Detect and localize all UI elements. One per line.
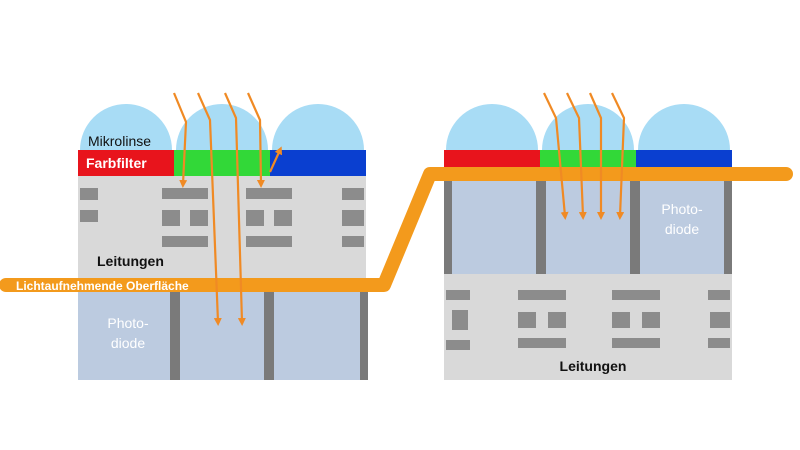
light-surface-label: Lichtaufnehmende Oberfläche [16, 279, 189, 293]
left-wire-bars [80, 188, 364, 247]
left-wiring-layer [78, 176, 366, 280]
wire-bar [446, 340, 470, 350]
left-microlens-1 [80, 104, 172, 150]
left-wiring-label: Leitungen [97, 253, 164, 269]
left-photodiode-separators [170, 292, 368, 380]
light-receiving-surface-line [0, 167, 793, 292]
left-microlens-3 [272, 104, 364, 150]
right-microlens-1 [446, 104, 538, 150]
right-photodiode-label-line1: Photo- [661, 201, 703, 217]
wire-bar [342, 210, 364, 226]
left-light-arrows [172, 92, 282, 326]
photodiode-separator [630, 180, 640, 274]
wire-bar [642, 312, 660, 328]
left-sensor [78, 104, 368, 380]
left-microlens-2 [176, 104, 268, 150]
microlens-label: Mikrolinse [88, 133, 151, 149]
photodiode-separator [724, 180, 732, 274]
right-color-filter-row [444, 150, 732, 172]
left-filter-green [174, 150, 270, 176]
color-filter-label: Farbfilter [86, 155, 147, 171]
wire-bar [80, 210, 98, 222]
left-filter-blue [270, 150, 366, 176]
wire-bar [518, 312, 536, 328]
light-ray-arrow [172, 92, 188, 188]
light-ray-arrow [246, 92, 265, 188]
wire-bar [342, 236, 364, 247]
wire-bar [710, 312, 730, 328]
light-ray-arrow [543, 92, 569, 220]
wire-bar [548, 312, 566, 328]
wire-bar [246, 236, 292, 247]
wire-bar [80, 188, 98, 200]
right-wire-bars [446, 290, 730, 350]
left-filter-red [78, 150, 174, 176]
photodiode-separator [264, 292, 274, 380]
right-sensor [444, 104, 732, 380]
light-ray-arrow [588, 92, 605, 220]
photodiode-separator [360, 292, 368, 380]
wire-bar [518, 338, 566, 348]
photodiode-separator [444, 180, 452, 274]
right-filter-red [444, 150, 540, 172]
right-filter-blue [636, 150, 732, 172]
wire-bar [518, 290, 566, 300]
right-light-arrows [543, 92, 626, 220]
wire-bar [162, 210, 180, 226]
light-ray-arrow [196, 92, 222, 326]
wire-bar [446, 290, 470, 300]
wire-bar [162, 188, 208, 199]
wire-bar [452, 310, 468, 330]
right-microlens-row [446, 104, 730, 150]
right-microlens-2 [542, 104, 634, 150]
wire-bar [612, 312, 630, 328]
right-wiring-label: Leitungen [560, 358, 627, 374]
wire-bar [612, 338, 660, 348]
right-photodiode-separators [444, 180, 732, 274]
wire-bar [708, 290, 730, 300]
right-filter-green [540, 150, 636, 172]
photodiode-separator [536, 180, 546, 274]
wire-bar [246, 188, 292, 199]
wire-bar [342, 188, 364, 200]
wire-bar [246, 210, 264, 226]
left-color-filter-row [78, 150, 366, 176]
left-photodiode-label-line1: Photo- [107, 315, 149, 331]
left-photodiode-label-line2: diode [111, 335, 145, 351]
light-ray-arrow [268, 146, 282, 173]
right-wiring-layer [444, 274, 732, 380]
wire-bar [274, 210, 292, 226]
wire-bar [190, 210, 208, 226]
right-photodiode-label-line2: diode [665, 221, 699, 237]
light-ray-arrow [223, 92, 246, 326]
right-microlens-3 [638, 104, 730, 150]
wire-bar [708, 338, 730, 348]
photodiode-separator [170, 292, 180, 380]
wire-bar [612, 290, 660, 300]
light-ray-arrow [566, 92, 587, 220]
light-ray-arrow [611, 92, 626, 220]
left-photodiode-layer [78, 292, 366, 380]
left-microlens-row [80, 104, 364, 150]
wire-bar [162, 236, 208, 247]
right-photodiode-layer [444, 180, 732, 274]
